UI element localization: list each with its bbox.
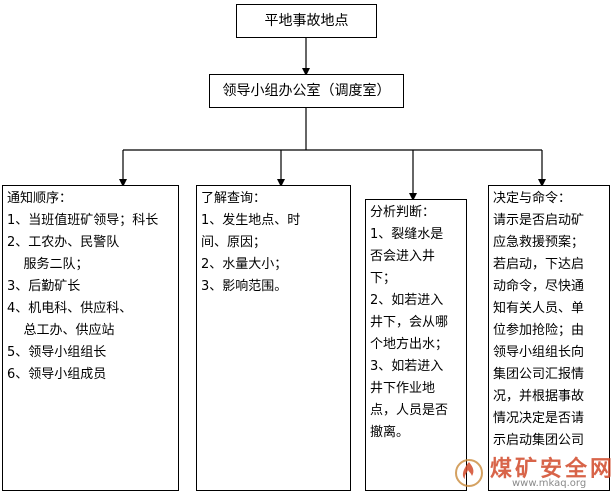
analysis-line: 点，人员是否 [370,403,449,418]
notify-order-line: 4、机电科、供应科、 [7,301,133,316]
accident-site-box: 平地事故地点 [236,4,377,38]
analysis-title: 分析判断： [370,205,436,220]
decision-line: 应急救援预案； [493,235,585,250]
notify-order-title: 通知顺序： [7,191,73,206]
office-label: 领导小组办公室（调度室） [222,83,391,99]
notify-order-line: 3、后勤矿长 [7,279,81,294]
analysis-line: 3、如若进入 [370,359,444,374]
decision-line: 请示是否启动矿 [493,213,585,228]
decision-title: 决定与命令： [493,191,572,206]
flame-logo-icon [455,459,483,487]
decision-line: 领导小组组长向 [493,345,585,360]
decision-box: 决定与命令： 请示是否启动矿 应急救援预案； 若启动，下达启 动命令，尽快通 知… [488,185,610,491]
analysis-line: 个地方出水； [370,337,449,352]
decision-line: 位参加抢险；由 [493,323,585,338]
inquiry-line: 1、发生地点、时 [201,213,301,228]
decision-line: 况，并根据事故 [493,389,585,404]
analysis-line: 下； [370,271,397,286]
watermark-text: 煤矿安全网 [490,456,613,482]
analysis-box: 分析判断： 1、裂缝水是 否会进入井 下； 2、如若进入 井下，会从哪 个地方出… [365,199,467,491]
analysis-line: 井下作业地 [370,381,436,396]
analysis-line: 撤离。 [370,425,410,440]
site-watermark: 煤矿安全网 www.mkaq.org [452,448,613,494]
notify-order-line: 1、当班值班矿领导；科长 [7,213,159,228]
notify-order-line: 总工办、供应站 [7,323,115,338]
notify-order-line: 5、领导小组组长 [7,345,107,360]
inquiry-title: 了解查询： [201,191,267,206]
notify-order-line: 服务二队； [7,257,89,272]
inquiry-line: 2、水量大小； [201,257,288,272]
decision-line: 若启动，下达启 [493,257,585,272]
notify-order-box: 通知顺序： 1、当班值班矿领导；科长 2、工农办、民警队 服务二队； 3、后勤矿… [2,185,179,491]
accident-site-label: 平地事故地点 [264,13,349,29]
decision-line: 集团公司汇报情 [493,367,585,382]
notify-order-line: 6、领导小组成员 [7,367,107,382]
inquiry-box: 了解查询： 1、发生地点、时 间、原因； 2、水量大小； 3、影响范围。 [196,185,351,491]
decision-line: 知有关人员、单 [493,301,585,316]
inquiry-line: 3、影响范围。 [201,279,288,294]
watermark-url: www.mkaq.org [512,478,587,489]
analysis-line: 井下，会从哪 [370,315,449,330]
decision-line: 动命令，尽快通 [493,279,585,294]
inquiry-line: 间、原因； [201,235,267,250]
notify-order-line: 2、工农办、民警队 [7,235,120,250]
office-box: 领导小组办公室（调度室） [209,74,404,108]
decision-line: 情况决定是否请 [493,411,585,426]
analysis-line: 1、裂缝水是 [370,227,444,242]
decision-line: 示启动集团公司 [493,433,585,448]
analysis-line: 2、如若进入 [370,293,444,308]
analysis-line: 否会进入井 [370,249,436,264]
